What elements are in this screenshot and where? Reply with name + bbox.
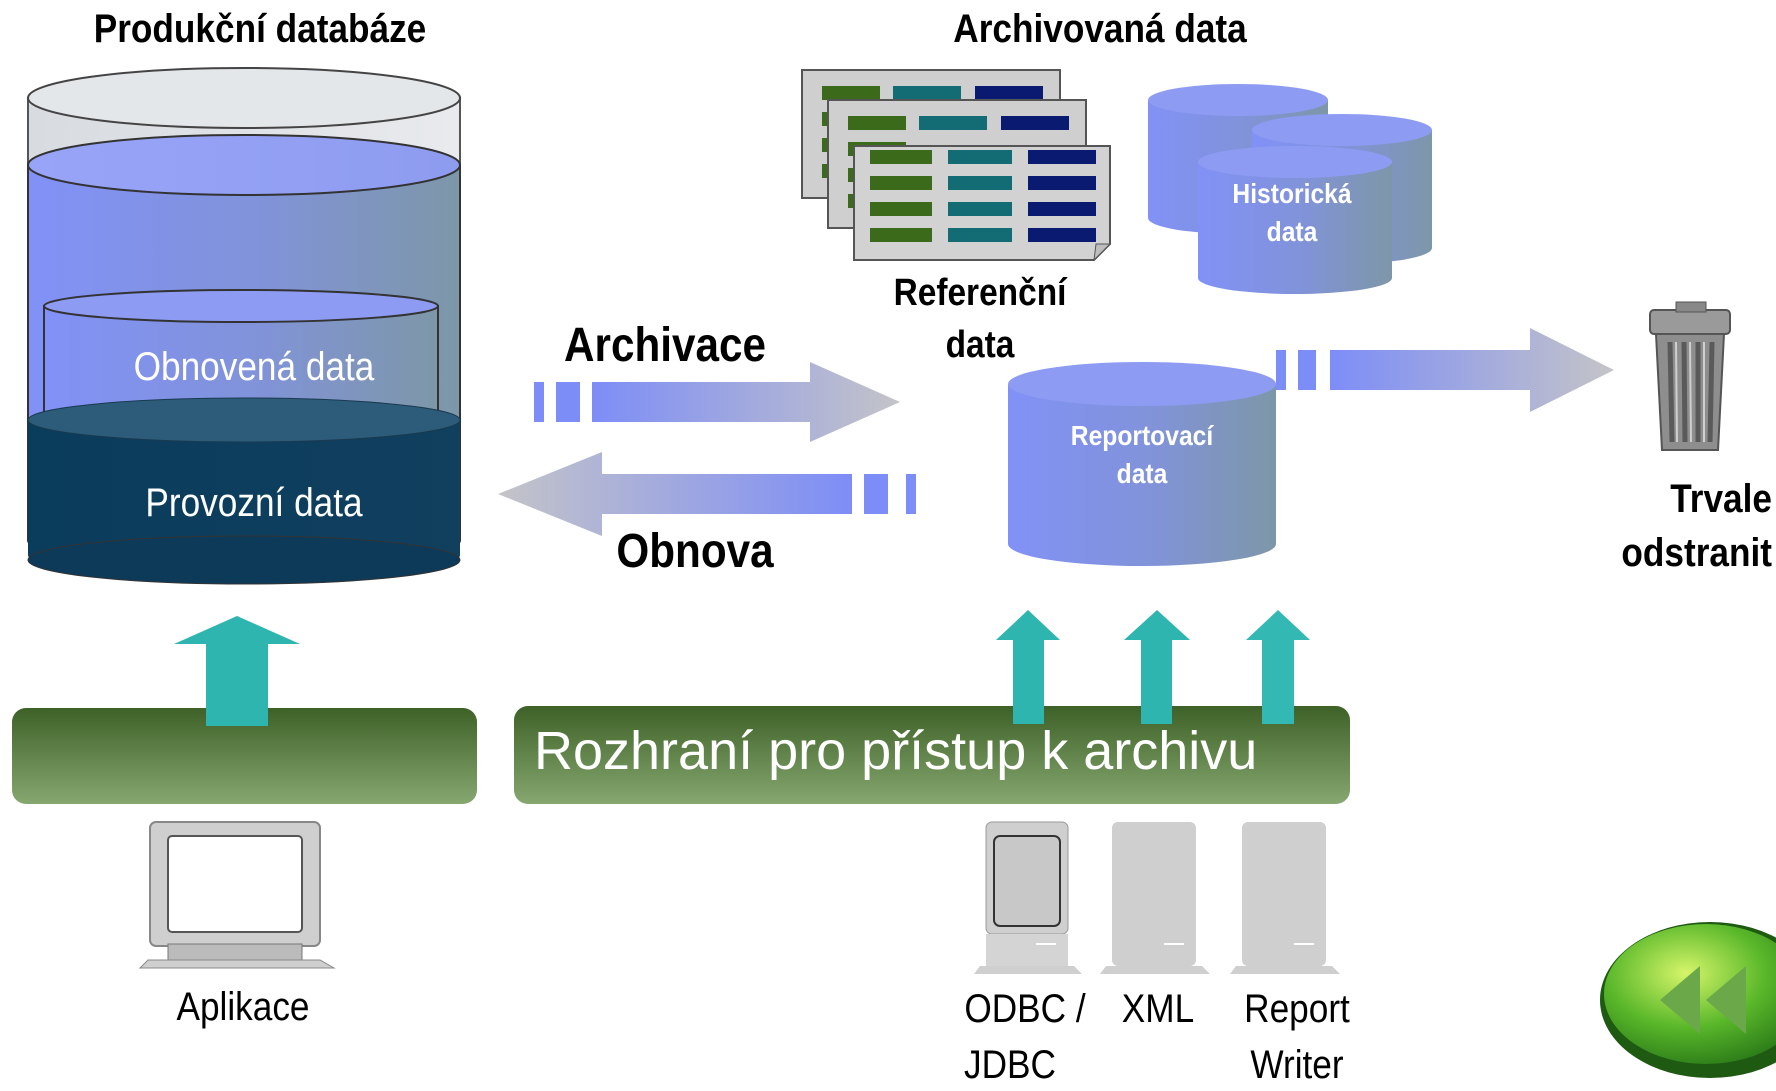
restore-flow-label: Obnova <box>616 525 774 578</box>
reference-data-sheets <box>801 69 1112 262</box>
reporting-data-cylinder <box>1008 362 1276 566</box>
rewind-icon[interactable] <box>1600 922 1776 1078</box>
archive-flow-label: Archivace <box>564 319 766 372</box>
xml-server-icon <box>1100 822 1210 974</box>
purge-label-line2: odstranit <box>1621 531 1772 575</box>
purge-arrow <box>1276 328 1614 412</box>
app-up-arrow <box>174 616 300 726</box>
report-writer-label-line1: Report <box>1244 987 1350 1031</box>
archive-access-interface-bar <box>514 706 1350 804</box>
odbc-server-icon <box>974 821 1082 974</box>
reference-data-label-line2: data <box>945 324 1015 366</box>
archive-interface-label: Rozhraní pro přístup k archivu <box>534 721 1258 781</box>
trash-can-icon <box>1649 301 1731 451</box>
historical-data-cylinders <box>1148 84 1432 294</box>
xml-up-arrow <box>1124 610 1190 724</box>
reference-data-label-line1: Referenční <box>893 272 1067 314</box>
odbc-up-arrow <box>996 610 1060 724</box>
production-database <box>27 67 461 585</box>
computer-icon <box>138 821 336 969</box>
purge-label-line1: Trvale <box>1670 477 1772 521</box>
odbc-label-line2: JDBC <box>964 1043 1056 1087</box>
reporting-data-label-line2: data <box>1116 458 1168 489</box>
xml-label: XML <box>1121 987 1195 1031</box>
odbc-label-line1: ODBC / <box>964 987 1086 1031</box>
application-label: Aplikace <box>176 985 310 1029</box>
restore-arrow <box>498 452 916 536</box>
application-interface-bar <box>12 708 477 804</box>
reporting-data-label-line1: Reportovací <box>1070 420 1214 451</box>
archived-data-title: Archivovaná data <box>953 7 1247 51</box>
restored-data-label: Obnovená data <box>133 345 375 389</box>
report-up-arrow <box>1246 610 1310 724</box>
archive-arrow <box>534 362 900 442</box>
operational-data-label: Provozní data <box>145 481 363 525</box>
report-writer-label-line2: Writer <box>1250 1043 1344 1087</box>
historical-data-label-line1: Historická <box>1232 178 1352 209</box>
historical-data-label-line2: data <box>1266 216 1318 247</box>
operational-data-band <box>27 397 461 585</box>
production-db-title: Produkční databáze <box>93 7 427 51</box>
report-writer-server-icon <box>1230 822 1340 974</box>
